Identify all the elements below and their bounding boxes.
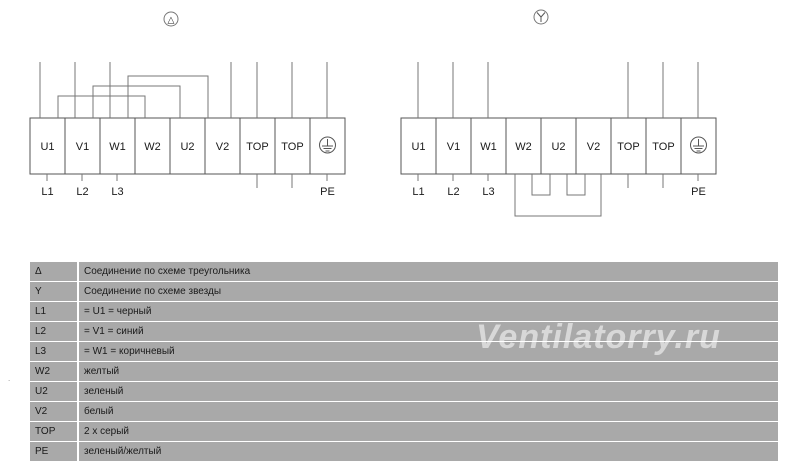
star-terminal-4: W2 — [515, 141, 532, 153]
delta-line-label-3: L3 — [111, 186, 123, 198]
delta-line-label-2: L2 — [76, 186, 88, 198]
legend-value: = V1 = синий — [78, 321, 778, 342]
legend-row: U2 зеленый — [30, 381, 778, 402]
legend-key: L1 — [30, 301, 79, 322]
legend-value: = W1 = коричневый — [78, 341, 778, 362]
star-terminal-2: V1 — [447, 141, 460, 153]
legend-key: TOP — [30, 421, 79, 442]
legend-key: W2 — [30, 361, 79, 382]
delta-terminal-8: TOP — [281, 141, 303, 153]
legend-value: 2 x серый — [78, 421, 778, 442]
star-terminal-3: W1 — [480, 141, 497, 153]
wiring-diagram: △ — [29, 9, 717, 217]
legend-value: зеленый — [78, 381, 778, 402]
legend-row: V2 белый — [30, 401, 778, 422]
stray-dot: . — [8, 374, 11, 383]
delta-line-label-1: L1 — [41, 186, 53, 198]
legend-row: Δ Соединение по схеме треугольника — [30, 262, 778, 282]
delta-terminal-5: U2 — [180, 141, 194, 153]
star-line-label-2: L2 — [447, 186, 459, 198]
ground-icon — [319, 136, 336, 154]
legend-value: зеленый/желтый — [78, 441, 778, 462]
legend-row: L3 = W1 = коричневый — [30, 341, 778, 362]
star-terminal-6: V2 — [587, 141, 600, 153]
legend-key: Y — [30, 281, 79, 302]
delta-terminal-4: W2 — [144, 141, 161, 153]
delta-symbol: △ — [163, 11, 179, 27]
delta-symbol-text: △ — [168, 15, 175, 25]
star-symbol — [533, 9, 549, 25]
legend-key: L2 — [30, 321, 79, 342]
star-terminal-7: TOP — [617, 141, 639, 153]
legend-row: TOP 2 x серый — [30, 421, 778, 442]
delta-terminal-3: W1 — [109, 141, 126, 153]
legend-value: = U1 = черный — [78, 301, 778, 322]
star-line-label-3: L3 — [482, 186, 494, 198]
delta-pe-label: PE — [320, 186, 335, 198]
legend-key: L3 — [30, 341, 79, 362]
legend-key: Δ — [30, 262, 79, 282]
star-terminal-8: TOP — [652, 141, 674, 153]
delta-terminal-1: U1 — [40, 141, 54, 153]
star-line-label-1: L1 — [412, 186, 424, 198]
legend-value: Соединение по схеме треугольника — [78, 262, 778, 282]
legend-row: L2 = V1 = синий — [30, 321, 778, 342]
legend-value: Соединение по схеме звезды — [78, 281, 778, 302]
star-terminal-1: U1 — [411, 141, 425, 153]
legend-row: L1 = U1 = черный — [30, 301, 778, 322]
legend-row: Y Соединение по схеме звезды — [30, 281, 778, 302]
legend-key: V2 — [30, 401, 79, 422]
legend-row: PE зеленый/желтый — [30, 441, 778, 462]
ground-icon — [690, 136, 707, 154]
star-terminal-5: U2 — [551, 141, 565, 153]
star-pe-label: PE — [691, 186, 706, 198]
delta-terminal-6: V2 — [216, 141, 229, 153]
legend-key: U2 — [30, 381, 79, 402]
legend-value: желтый — [78, 361, 778, 382]
legend-value: белый — [78, 401, 778, 422]
legend-key: PE — [30, 441, 79, 462]
delta-terminal-2: V1 — [76, 141, 89, 153]
delta-connection-diagram: U1 V1 W1 W2 U2 V2 TOP TOP L1 L2 L3 PE — [29, 62, 346, 198]
star-connection-diagram: U1 V1 W1 W2 U2 V2 TOP TOP L1 L2 L3 PE — [400, 62, 717, 217]
legend-row: W2 желтый — [30, 361, 778, 382]
legend-table: Δ Соединение по схеме треугольника Y Сое… — [30, 262, 778, 462]
delta-terminal-7: TOP — [246, 141, 268, 153]
